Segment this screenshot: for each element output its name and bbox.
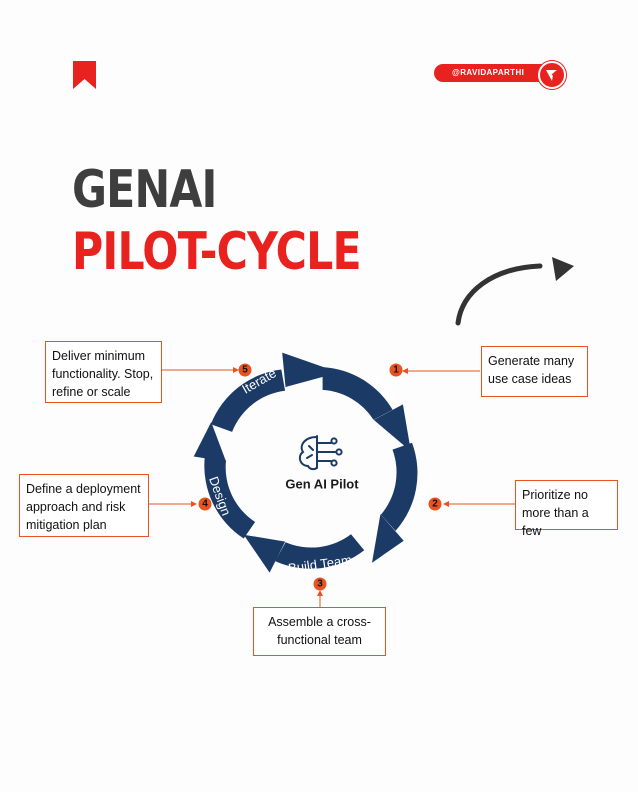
social-handle: @RAVIDAPARTHI <box>452 68 525 77</box>
connector-design <box>149 501 197 507</box>
connector-iterate <box>162 367 239 373</box>
segment-build-team <box>243 534 365 573</box>
title-line-2: PILOT-CYCLE <box>72 222 362 282</box>
title-line-1: GENAI <box>72 160 217 220</box>
note-iterate: Deliver minimum functionality. Stop, ref… <box>45 341 162 403</box>
note-ideate: Generate many use case ideas <box>481 346 588 397</box>
connector-build-team <box>317 590 323 607</box>
stage-number-1: 1 <box>393 365 399 376</box>
segment-prioritize <box>372 442 418 563</box>
stage-badge-5: 5 <box>238 363 252 377</box>
stage-number-3: 3 <box>317 579 323 590</box>
connector-ideate <box>402 368 480 374</box>
connector-prioritize <box>443 501 515 507</box>
stage-badge-3: 3 <box>313 577 327 591</box>
center-label: Gen AI Pilot <box>285 477 359 492</box>
stage-badge-4: 4 <box>198 497 212 511</box>
curved-arrow-icon <box>455 257 574 326</box>
note-build-team: Assemble a cross-functional team <box>253 607 386 656</box>
social-handle-pill[interactable]: @RAVIDAPARTHI <box>434 64 554 82</box>
segment-iterate <box>210 352 339 432</box>
note-prioritize: Prioritize no more than a few <box>515 480 618 538</box>
cycle-ring <box>193 352 418 573</box>
note-design: Define a deployment approach and risk mi… <box>19 474 149 537</box>
stage-number-5: 5 <box>242 365 248 376</box>
segment-design <box>193 422 256 539</box>
send-arrow-icon[interactable] <box>538 61 566 89</box>
stage-badge-2: 2 <box>428 497 442 511</box>
stage-number-2: 2 <box>432 499 438 510</box>
bookmark-icon <box>73 61 96 89</box>
ai-brain-icon <box>298 435 343 471</box>
stage-number-4: 4 <box>202 499 208 510</box>
segment-ideate <box>322 367 411 452</box>
stage-badge-1: 1 <box>389 363 403 377</box>
